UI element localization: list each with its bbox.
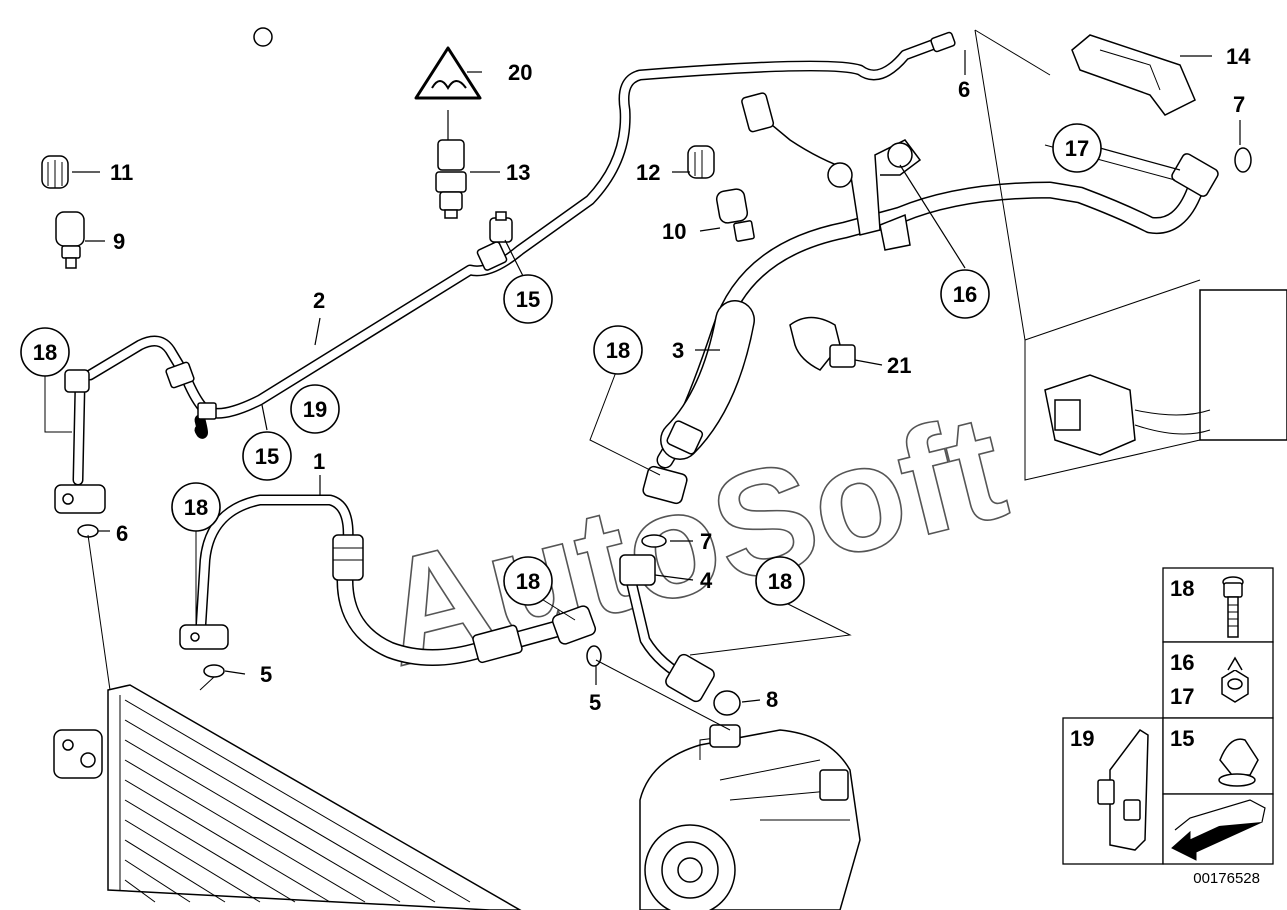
inset-detail (974, 29, 1287, 481)
callout-21: 21 (887, 353, 911, 378)
bolt-icon (1222, 576, 1244, 638)
legend-cell-16-17 (1162, 641, 1274, 719)
legend: 18 16 17 19 15 (1062, 567, 1274, 887)
callout-1: 1 (313, 449, 325, 474)
callout-10: 10 (662, 219, 686, 244)
o-ring-7-right (1234, 147, 1252, 173)
o-ring-7-mid (641, 534, 667, 548)
part-20-warning-label (414, 46, 482, 100)
callout-8: 8 (766, 687, 778, 712)
circled-callout-15-top: 15 (503, 274, 553, 324)
part-11-valve-cap (41, 155, 69, 189)
callout-4: 4 (700, 568, 713, 593)
callout-5-mid: 5 (589, 690, 601, 715)
part-13-pressure-sensor (435, 139, 467, 219)
o-ring-5-mid (586, 645, 602, 667)
circled-callout-19: 19 (290, 384, 340, 434)
svg-text:18: 18 (184, 495, 208, 520)
callout-20: 20 (508, 60, 532, 85)
callout-3: 3 (672, 338, 684, 363)
circled-callout-18-line3: 18 (593, 325, 643, 375)
legend-label-17: 17 (1170, 684, 1194, 709)
callouts: 20 13 11 9 12 10 14 6 7 2 3 21 1 7 4 6 5… (20, 44, 1251, 715)
svg-text:18: 18 (606, 338, 630, 363)
callout-5-left: 5 (260, 662, 272, 687)
circled-callout-18-left: 18 (20, 327, 70, 377)
part-9-valve-core (55, 211, 85, 269)
bracket-19-icon (1097, 728, 1149, 851)
direction-arrow-icon (1171, 799, 1266, 861)
circled-callout-18-right: 18 (755, 556, 805, 606)
circled-callout-17: 17 (1052, 123, 1102, 173)
line-1 (179, 494, 597, 666)
circled-callout-16: 16 (940, 269, 990, 319)
svg-text:18: 18 (33, 340, 57, 365)
leader-lines (44, 29, 1241, 731)
callout-12: 12 (636, 160, 660, 185)
part-21-clip (789, 316, 856, 371)
legend-label-19: 19 (1070, 726, 1094, 751)
callout-2: 2 (313, 288, 325, 313)
o-ring-5-left (203, 664, 225, 678)
o-ring-8 (713, 690, 741, 716)
callout-7-top: 7 (1233, 92, 1245, 117)
svg-text:16: 16 (953, 282, 977, 307)
line-4 (619, 554, 715, 703)
part-19-bracket-stub (197, 402, 217, 420)
o-rings (77, 27, 1252, 716)
line-2 (54, 31, 956, 514)
callout-11: 11 (110, 160, 133, 185)
svg-text:19: 19 (303, 397, 327, 422)
part-12-valve-cap (687, 145, 715, 179)
svg-text:15: 15 (255, 444, 279, 469)
callout-7-mid: 7 (700, 529, 712, 554)
callout-6-left: 6 (116, 521, 128, 546)
svg-text:15: 15 (516, 287, 540, 312)
line-3 (642, 92, 1219, 505)
o-ring-6-top (253, 27, 273, 47)
circled-callout-18-compressor: 18 (503, 556, 553, 606)
part-15-clip (489, 211, 513, 243)
callout-9: 9 (113, 229, 125, 254)
circled-callout-18-line1: 18 (171, 482, 221, 532)
clip-15-icon (1218, 738, 1259, 787)
legend-label-16: 16 (1170, 650, 1194, 675)
svg-text:18: 18 (768, 569, 792, 594)
legend-label-15: 15 (1170, 726, 1194, 751)
part-14-bracket (1071, 34, 1196, 116)
callout-13: 13 (506, 160, 530, 185)
svg-text:17: 17 (1065, 136, 1089, 161)
condenser (53, 684, 522, 910)
compressor (639, 724, 861, 910)
part-10-valve-core (715, 188, 755, 242)
callout-6-top: 6 (958, 77, 970, 102)
callout-14: 14 (1226, 44, 1251, 69)
diagram-reference-id: 00176528 (1193, 870, 1260, 887)
legend-cell-18 (1162, 567, 1274, 643)
nut-icon (1221, 656, 1249, 703)
svg-text:18: 18 (516, 569, 540, 594)
legend-label-18: 18 (1170, 576, 1194, 601)
circled-callout-15-bottom: 15 (242, 431, 292, 481)
